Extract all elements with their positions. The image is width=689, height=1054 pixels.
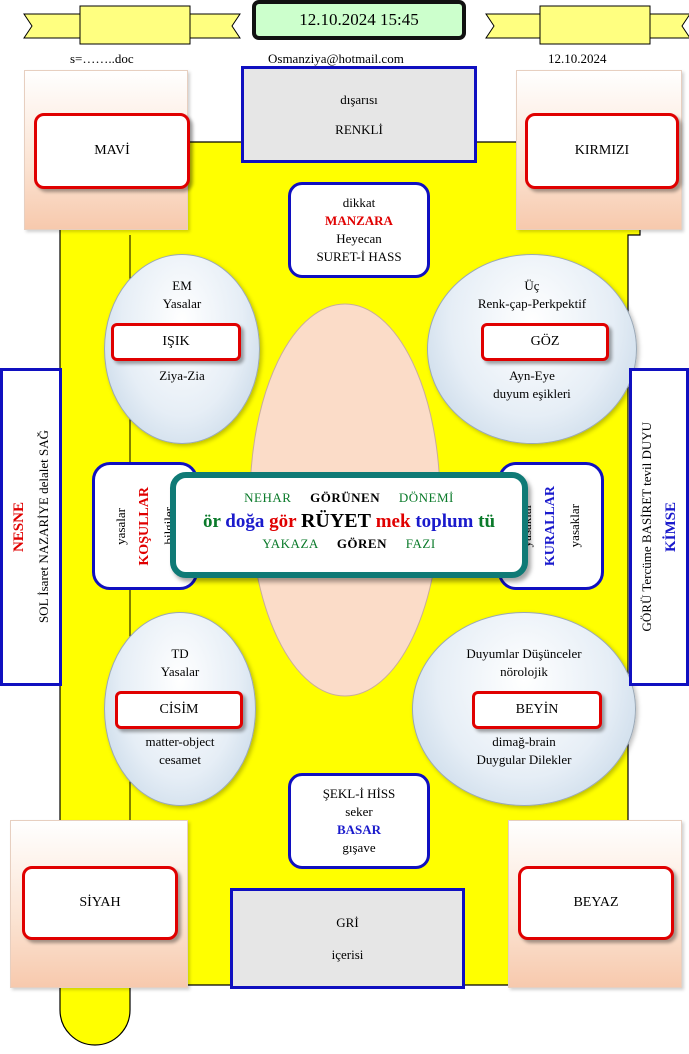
inside-box: GRİ içerisi: [230, 888, 465, 989]
circle-light: EM Yasalar IŞIK Ziya-Zia: [104, 254, 260, 444]
color-box-kirmizi: KIRMIZI: [525, 113, 679, 189]
label-beyin: BEYİN: [472, 691, 602, 729]
datetime-box: 12.10.2024 15:45: [252, 0, 466, 40]
email-label: Osmanziya@hotmail.com: [268, 51, 404, 66]
center-row-bottom: YAKAZA GÖREN FAZI: [262, 536, 436, 551]
color-box-mavi: MAVİ: [34, 113, 190, 189]
banner-right: [485, 5, 689, 45]
color-box-beyaz: BEYAZ: [518, 866, 674, 940]
circle-brain: Duyumlar Düşünceler nörolojik BEYİN dima…: [412, 612, 636, 806]
center-row-top: NEHAR GÖRÜNEN DÖNEMİ: [244, 490, 454, 505]
form-box: ŞEKL-İ HİSS seker BASAR gışave: [288, 773, 430, 869]
center-box: NEHAR GÖRÜNEN DÖNEMİ ör doğa gör RÜYET m…: [170, 472, 528, 578]
center-row-main: ör doğa gör RÜYET mek toplum tü: [202, 510, 496, 532]
outside-box: dışarısı RENKLİ: [241, 66, 477, 163]
color-box-siyah: SİYAH: [22, 866, 178, 940]
label-goz: GÖZ: [481, 323, 609, 361]
label-cisim: CİSİM: [115, 691, 243, 729]
label-isik: IŞIK: [111, 323, 241, 361]
side-panel-person: GÖRÜ Tercüme BASİRET tevil DUYU KİMSE: [629, 368, 689, 686]
date-label: 12.10.2024: [548, 51, 607, 66]
circle-eye: Üç Renk-çap-Perkpektif GÖZ Ayn-Eye duyum…: [427, 254, 637, 444]
side-panel-object: NESNE SOL İsaret NAZARİYE delalet SAĞ: [0, 368, 62, 686]
landscape-box: dikkat MANZARA Heyecan SURET-İ HASS: [288, 182, 430, 278]
datetime-text: 12.10.2024 15:45: [299, 10, 419, 29]
circle-object: TD Yasalar CİSİM matter-object cesamet: [104, 612, 256, 806]
banner-left: [23, 5, 241, 45]
filename-label: s=……..doc: [70, 51, 134, 66]
